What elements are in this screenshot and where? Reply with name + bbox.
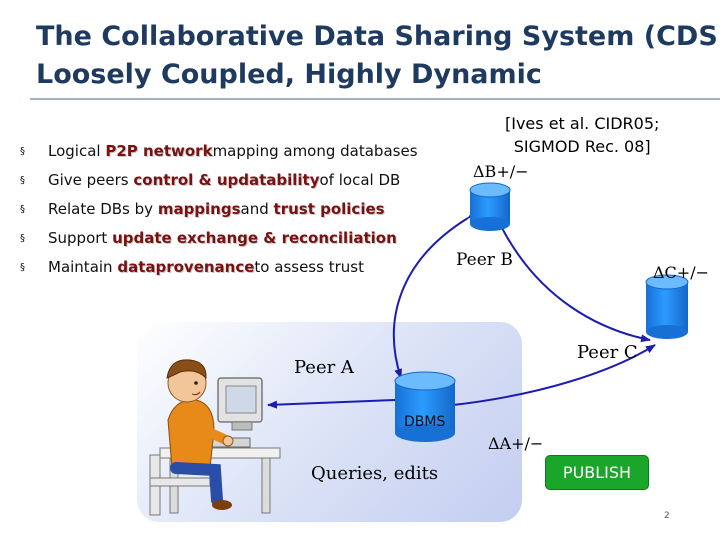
page-number: 2 — [664, 511, 670, 521]
dbms-label: DBMS — [404, 414, 445, 430]
user-at-computer-icon — [150, 360, 280, 515]
peer-a-label: Peer A — [294, 357, 354, 378]
peer-b-delta: ΔB+/− — [473, 162, 529, 181]
peer-c-database-icon — [646, 275, 688, 339]
peer-c-delta: ΔC+/− — [653, 263, 709, 282]
peer-b-label: Peer B — [456, 250, 513, 270]
edge-dbms-to-user — [268, 400, 395, 405]
edge-b-to-c — [502, 228, 650, 340]
peer-c-label: Peer C — [577, 342, 638, 363]
peer-b-database-icon — [470, 183, 510, 231]
peer-a-delta: ΔA+/− — [488, 434, 543, 453]
peer-a-dbms-icon — [395, 372, 455, 442]
edge-b-to-a — [394, 218, 468, 378]
queries-label: Queries, edits — [311, 463, 438, 484]
publish-button[interactable]: PUBLISH — [545, 455, 649, 490]
